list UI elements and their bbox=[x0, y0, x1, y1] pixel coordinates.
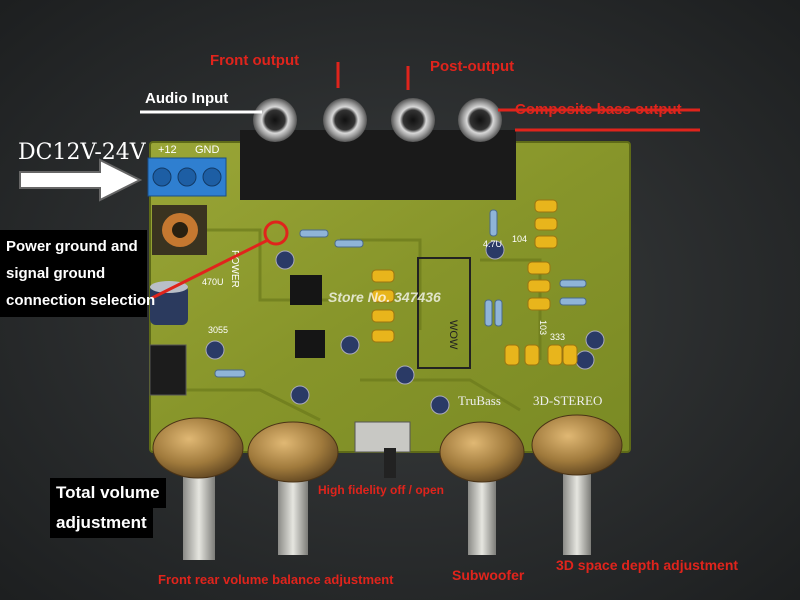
label-power-ground-line2: signal ground bbox=[6, 265, 106, 282]
label-total-volume-line1: Total volume bbox=[50, 478, 166, 508]
voltage-regulator bbox=[149, 344, 187, 396]
label-total-volume-line2: adjustment bbox=[50, 508, 153, 538]
label-balance-adjust: Front rear volume balance adjustment bbox=[158, 572, 394, 587]
cap-104-label: 104 bbox=[512, 234, 527, 244]
inductor-coil bbox=[152, 205, 207, 255]
label-power-ground-line3: connection selection bbox=[6, 292, 156, 309]
ic-socket-wow bbox=[417, 257, 471, 369]
pot-3d-depth[interactable] bbox=[531, 414, 623, 555]
label-audio-input: Audio Input bbox=[145, 90, 229, 107]
dc-arrow-icon bbox=[19, 158, 143, 202]
label-3d-depth-adjust: 3D space depth adjustment bbox=[556, 557, 739, 573]
rca-jack-audio-input bbox=[240, 98, 310, 200]
cap-333-label: 333 bbox=[550, 332, 565, 342]
ic-chip-1 bbox=[290, 275, 322, 305]
trubass-silkscreen: TruBass bbox=[458, 393, 501, 408]
pot-subwoofer[interactable] bbox=[439, 421, 525, 555]
pcb-traces bbox=[180, 228, 542, 422]
cap-470u-label: 470U bbox=[202, 277, 224, 287]
label-subwoofer: Subwoofer bbox=[452, 567, 525, 583]
label-power-ground-selection: Power ground and signal ground connectio… bbox=[0, 230, 155, 317]
hifi-switch[interactable] bbox=[354, 421, 411, 453]
gnd-silkscreen: GND bbox=[195, 144, 220, 156]
cap-4u7-label: 4.7U bbox=[483, 239, 502, 249]
chip-wow-silkscreen: WOW bbox=[447, 320, 459, 350]
power-silkscreen: POWER bbox=[229, 250, 240, 288]
watermark: Store No. 347436 bbox=[328, 289, 441, 305]
label-dc-voltage: DC12V-24V bbox=[18, 140, 146, 165]
label-power-ground-line1: Power ground and bbox=[6, 238, 138, 255]
stereo3d-silkscreen: 3D-STEREO bbox=[533, 393, 602, 408]
label-post-output: Post-output bbox=[430, 58, 515, 75]
plus12-silkscreen: +12 bbox=[158, 144, 177, 156]
rca-jack-bass-output bbox=[446, 98, 516, 200]
label-front-output: Front output bbox=[210, 52, 300, 69]
label-total-volume: Total volume adjustment bbox=[50, 478, 166, 538]
cap-103-label: 103 bbox=[538, 320, 548, 335]
label-composite-bass-output: Composite bass output bbox=[515, 101, 682, 118]
pot-balance[interactable] bbox=[247, 421, 339, 555]
yellow-capacitors bbox=[371, 199, 578, 366]
pot-total-volume[interactable] bbox=[152, 417, 244, 560]
rca-jack-post-output bbox=[378, 98, 448, 200]
rca-jack-front-output bbox=[310, 98, 380, 200]
small-capacitors bbox=[205, 240, 605, 415]
annotation-lines bbox=[151, 62, 700, 300]
resistors bbox=[214, 209, 587, 378]
reg-3055-label: 3055 bbox=[208, 325, 228, 335]
label-hifi-switch: High fidelity off / open bbox=[318, 483, 444, 497]
power-terminal-block bbox=[147, 157, 227, 197]
ic-chip-2 bbox=[295, 330, 325, 358]
